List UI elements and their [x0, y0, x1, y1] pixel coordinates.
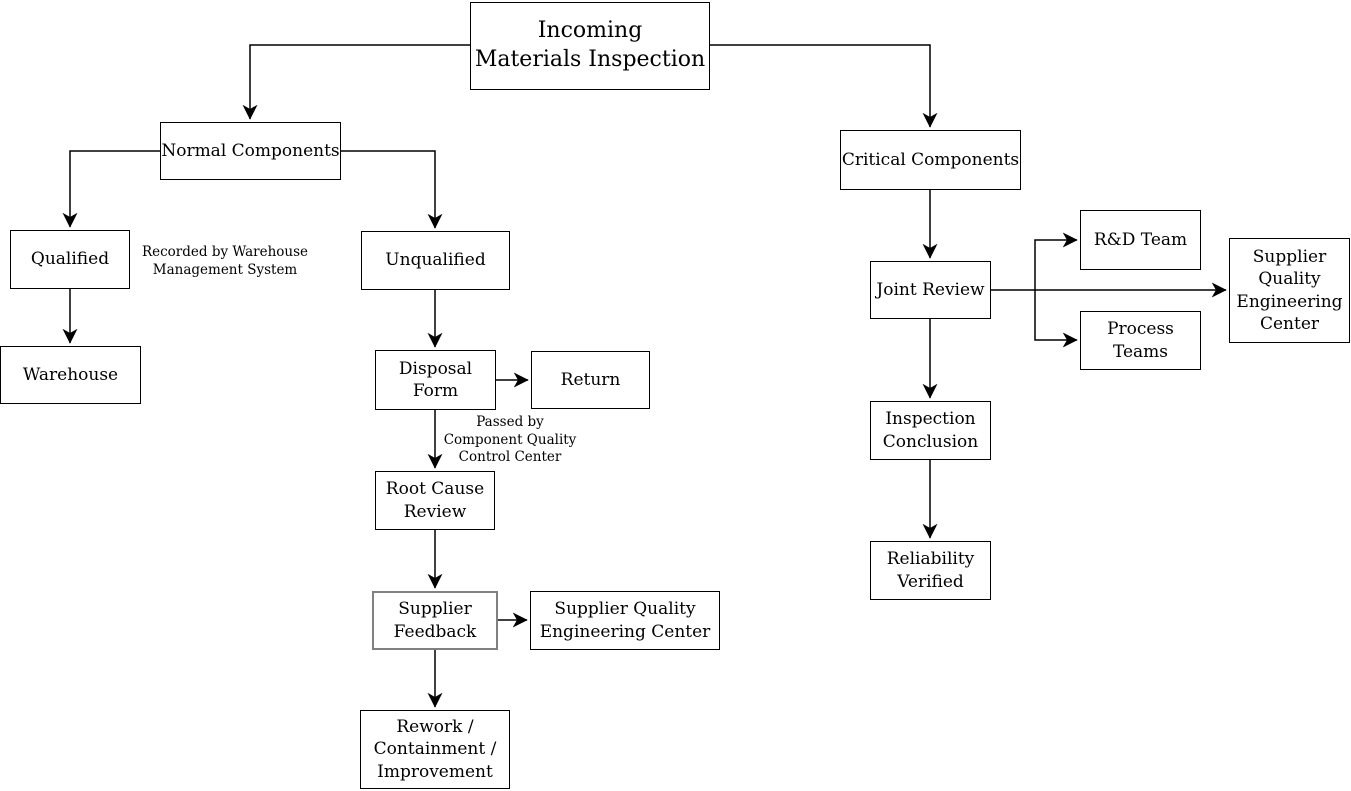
- node-incoming-materials-inspection: Incoming Materials Inspection: [470, 2, 710, 90]
- node-rework-containment-improvement: Rework / Containment / Improvement: [360, 710, 510, 789]
- node-supplier-feedback: Supplier Feedback: [372, 591, 498, 650]
- node-warehouse: Warehouse: [0, 346, 141, 404]
- node-process-teams: Process Teams: [1080, 311, 1201, 370]
- node-reliability-verified: Reliability Verified: [870, 541, 991, 600]
- node-disposal-form: Disposal Form: [375, 350, 496, 410]
- edge-incoming-to-normal: [242, 44, 470, 120]
- node-return: Return: [531, 351, 650, 409]
- edge-jointreview-to-processteams: [1034, 290, 1078, 348]
- edge-normal-to-qualified: [62, 150, 160, 228]
- annotation-recorded-by-warehouse: Recorded by Warehouse Management System: [141, 244, 309, 278]
- node-joint-review: Joint Review: [870, 261, 991, 319]
- edge-incoming-to-critical: [710, 44, 938, 128]
- node-supplier-quality-engineering-center-2: Supplier Quality Engineering Center: [1229, 238, 1350, 343]
- node-inspection-conclusion: Inspection Conclusion: [870, 401, 991, 460]
- node-unqualified: Unqualified: [361, 231, 510, 290]
- node-root-cause-review: Root Cause Review: [375, 471, 495, 530]
- annotation-passed-by-component-quality: Passed by Component Quality Control Cent…: [443, 414, 577, 466]
- node-qualified: Qualified: [10, 230, 130, 289]
- edge-normal-to-unqualified: [341, 150, 443, 229]
- edge-jointreview-to-rdteam: [1034, 232, 1078, 290]
- node-supplier-quality-engineering-center: Supplier Quality Engineering Center: [530, 591, 720, 650]
- node-rd-team: R&D Team: [1080, 210, 1201, 270]
- node-critical-components: Critical Components: [840, 130, 1021, 190]
- node-normal-components: Normal Components: [160, 122, 341, 180]
